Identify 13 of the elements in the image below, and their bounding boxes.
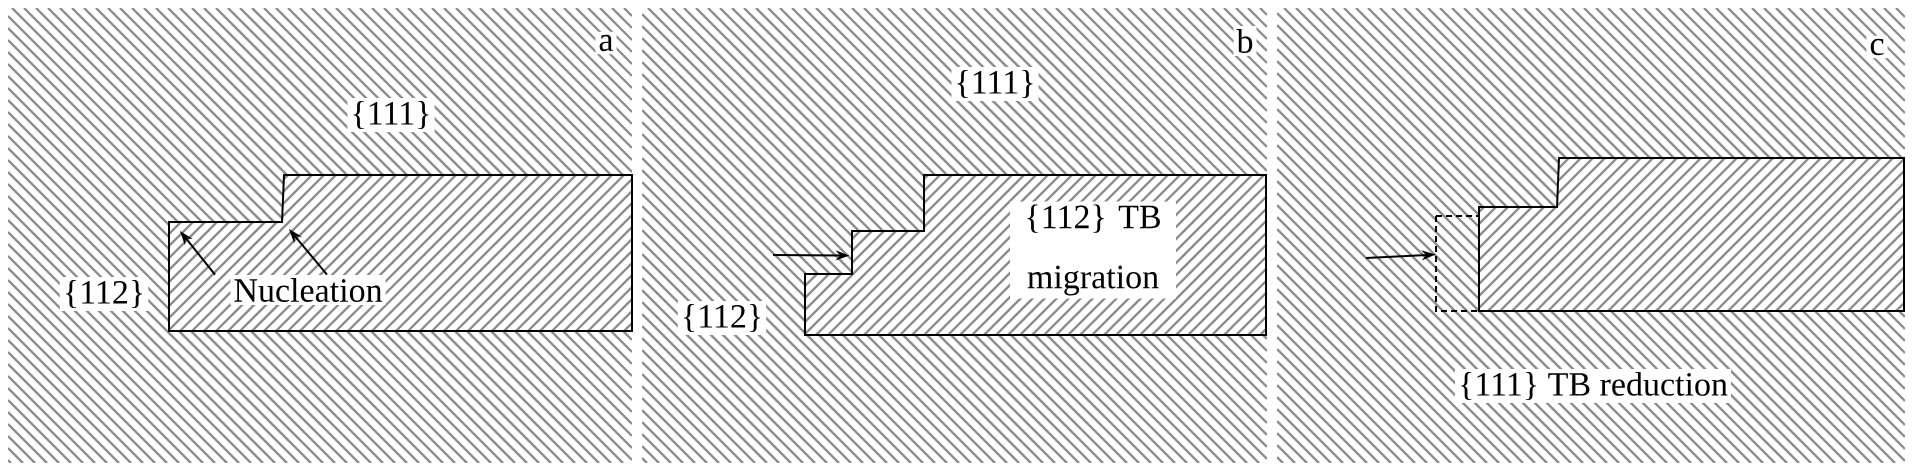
dashed-outline (1435, 215, 1480, 312)
text-label: {111} (951, 66, 1039, 102)
text-label: a (595, 31, 617, 55)
text-label: b (1233, 26, 1257, 56)
text-label: {111} TB reduction (1455, 368, 1731, 404)
annotation-text: Nucleation (230, 275, 386, 305)
text-label: {111} (347, 97, 435, 133)
hatched-region: {112} TB migration (804, 174, 1267, 336)
text-label: {112} (59, 276, 149, 312)
text-label: c (1866, 35, 1888, 59)
hatched-region (168, 174, 633, 332)
text-label: {112} (677, 300, 767, 336)
hatched-region (1478, 157, 1905, 312)
